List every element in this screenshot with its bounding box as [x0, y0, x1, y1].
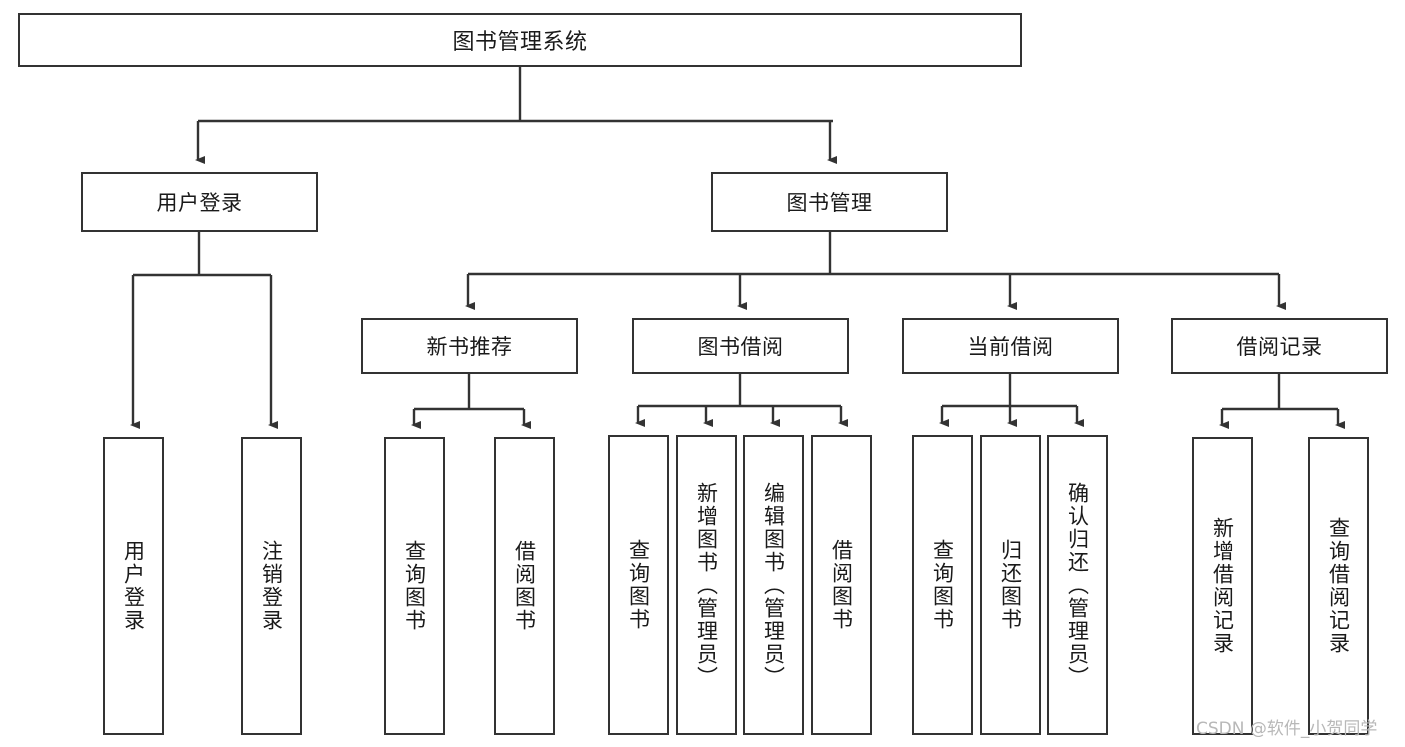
- node-label: 图书管理: [786, 191, 873, 215]
- leaf-add-book-admin[interactable]: 新增图书（管理员）: [676, 435, 737, 735]
- leaf-edit-book-admin[interactable]: 编辑图书（管理员）: [743, 435, 804, 735]
- node-label: 借阅图书: [829, 539, 854, 631]
- node-label: 注销登录: [259, 540, 284, 632]
- node-label: 新增借阅记录: [1210, 517, 1235, 655]
- leaf-query-books-current[interactable]: 查询图书: [912, 435, 973, 735]
- node-label: 借阅图书: [512, 540, 537, 632]
- node-label: 新增图书（管理员）: [694, 481, 719, 689]
- leaf-borrow-books[interactable]: 借阅图书: [811, 435, 872, 735]
- node-new-book-recommend[interactable]: 新书推荐: [361, 318, 578, 374]
- leaf-query-books-borrow[interactable]: 查询图书: [608, 435, 669, 735]
- node-label: 用户登录: [121, 540, 146, 632]
- node-label: 查询图书: [930, 539, 955, 631]
- leaf-borrow-books-new[interactable]: 借阅图书: [494, 437, 555, 735]
- node-label: 查询借阅记录: [1326, 517, 1351, 655]
- node-label: 当前借阅: [967, 335, 1054, 359]
- node-current-borrow[interactable]: 当前借阅: [902, 318, 1119, 374]
- node-label: 查询图书: [626, 539, 651, 631]
- node-book-management[interactable]: 图书管理: [711, 172, 948, 232]
- csdn-watermark: CSDN @软件_小贺同学: [1196, 719, 1378, 739]
- leaf-query-books-new[interactable]: 查询图书: [384, 437, 445, 735]
- node-label: 查询图书: [402, 540, 427, 632]
- leaf-logout[interactable]: 注销登录: [241, 437, 302, 735]
- leaf-add-borrow-record[interactable]: 新增借阅记录: [1192, 437, 1253, 735]
- node-borrow-record[interactable]: 借阅记录: [1171, 318, 1388, 374]
- node-label: 图书借阅: [697, 335, 784, 359]
- node-label: 图书管理系统: [452, 30, 588, 55]
- node-book-borrow[interactable]: 图书借阅: [632, 318, 849, 374]
- node-label: 新书推荐: [426, 335, 513, 359]
- node-label: 用户登录: [156, 191, 243, 215]
- node-label: 归还图书: [998, 539, 1023, 631]
- node-label: 借阅记录: [1236, 335, 1323, 359]
- leaf-query-borrow-record[interactable]: 查询借阅记录: [1308, 437, 1369, 735]
- leaf-user-login[interactable]: 用户登录: [103, 437, 164, 735]
- node-label: 确认归还（管理员）: [1065, 481, 1090, 689]
- node-root-library-system[interactable]: 图书管理系统: [18, 13, 1022, 67]
- node-user-login[interactable]: 用户登录: [81, 172, 318, 232]
- leaf-return-books[interactable]: 归还图书: [980, 435, 1041, 735]
- node-label: 编辑图书（管理员）: [761, 481, 786, 689]
- leaf-confirm-return-admin[interactable]: 确认归还（管理员）: [1047, 435, 1108, 735]
